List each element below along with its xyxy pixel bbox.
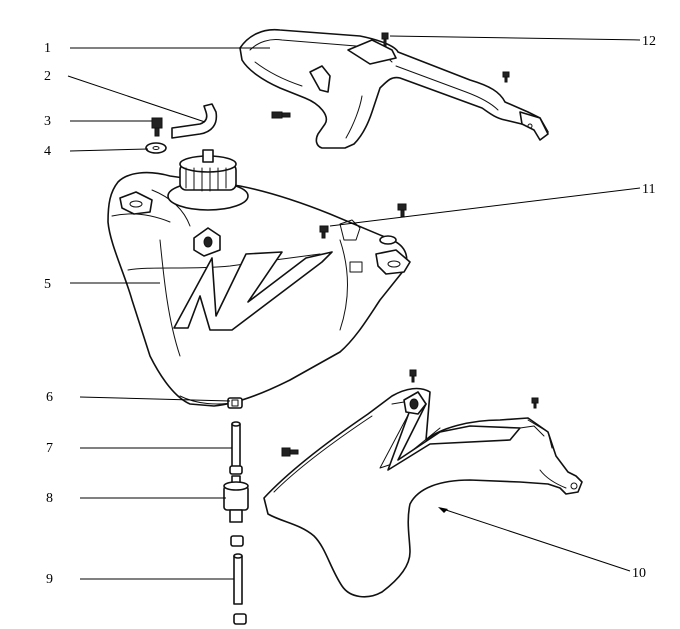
washer-tank-right (379, 235, 397, 245)
fuel-tank-part-5 (107, 171, 411, 407)
bolt-bracket-right (502, 71, 510, 83)
callout-8: 8 (46, 491, 53, 506)
leader-6 (79, 396, 231, 402)
bolt-part-3 (151, 117, 163, 137)
callout-11: 11 (642, 182, 655, 197)
bolt-shroud-left (281, 447, 299, 457)
leader-4 (69, 148, 149, 152)
filler-cap (167, 149, 249, 211)
bolt-part-11 (397, 203, 407, 218)
callout-labels: 1 2 3 4 5 6 7 8 9 10 11 12 (44, 34, 656, 587)
fuel-hose-part-7 (229, 421, 243, 475)
side-cover-part-10 (263, 387, 583, 598)
callout-6: 6 (46, 390, 53, 405)
bolt-bracket-left (271, 111, 291, 119)
callout-1: 1 (44, 41, 51, 56)
leader-10-arrow (438, 507, 448, 513)
hose-part-2 (171, 103, 218, 139)
callout-10: 10 (632, 566, 646, 581)
callout-12: 12 (642, 34, 656, 49)
callout-5: 5 (44, 277, 51, 292)
fuel-valve-part-8 (223, 475, 249, 547)
callout-4: 4 (44, 144, 51, 159)
callout-2: 2 (44, 69, 51, 84)
bolt-tank-center (319, 225, 329, 239)
leader-10 (439, 507, 631, 572)
bolt-part-12 (381, 32, 389, 47)
callout-9: 9 (46, 572, 53, 587)
washer-part-4 (145, 142, 167, 154)
callout-3: 3 (44, 114, 51, 129)
leader-11 (329, 187, 641, 227)
bolt-shroud-top (409, 369, 417, 383)
bracket-part-1 (239, 28, 549, 149)
callout-7: 7 (46, 441, 53, 456)
fuel-hose-part-9 (233, 553, 247, 625)
leader-2 (67, 75, 206, 123)
bolt-shroud-right (531, 397, 539, 409)
leader-lines (67, 35, 641, 580)
clip-part-6 (227, 397, 243, 409)
leader-12 (389, 35, 641, 41)
